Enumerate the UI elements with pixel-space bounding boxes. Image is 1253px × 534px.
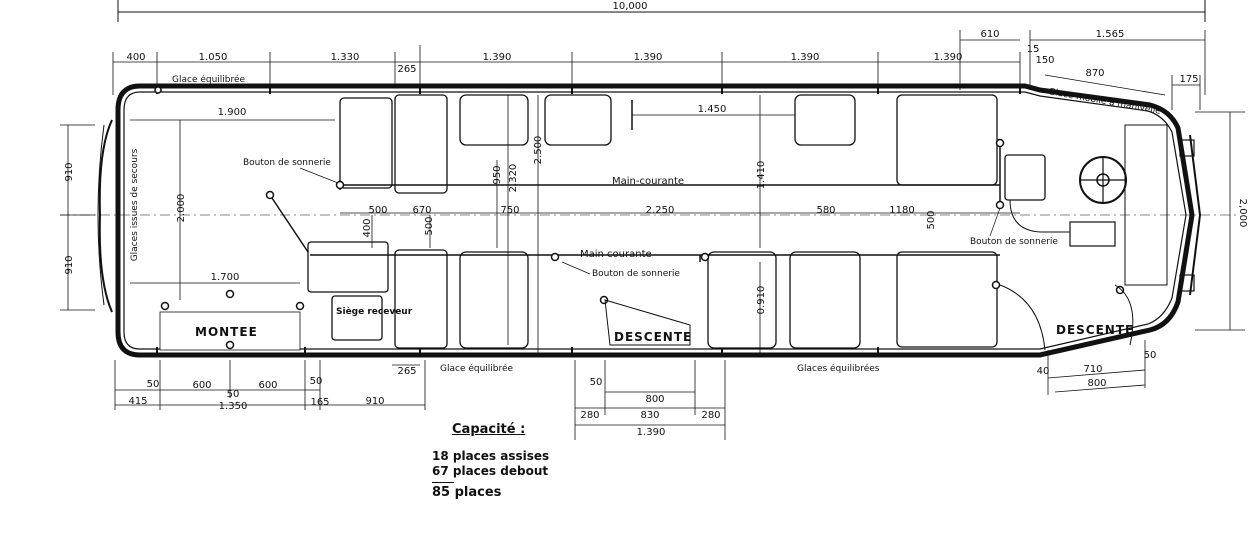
dim-2320: 2.320: [508, 164, 519, 193]
dim-265-bottom: 265: [397, 366, 416, 377]
dim-2250: 2.250: [646, 205, 675, 216]
dim-910-lower: 910: [64, 255, 75, 274]
dim-50-b: 50: [227, 389, 240, 400]
dim-150: 150: [1035, 55, 1054, 66]
right-dimension: [1195, 111, 1245, 331]
dim-2000-int: 2.000: [176, 194, 187, 223]
dim-1390-d: 1.390: [934, 52, 963, 63]
capacity-seated: 18 places assises: [432, 449, 550, 463]
overall-dimension: [117, 0, 1206, 22]
label-glaces-bottom: Glaces équilibrées: [797, 363, 880, 374]
dim-670: 670: [412, 205, 431, 216]
dim-610: 610: [980, 29, 999, 40]
dim-40: 40: [1037, 366, 1050, 377]
interior-dimension-lines: [130, 95, 1020, 355]
label-main-courante-1: Main-courante: [612, 176, 684, 187]
label-glace-bottom: Glace équilibrée: [440, 363, 514, 374]
dim-1180: 1180: [889, 205, 914, 216]
dim-50-d: 50: [590, 377, 603, 388]
dim-1390-bottom: 1.390: [637, 427, 666, 438]
dim-830: 830: [640, 410, 659, 421]
label-bouton-2: Bouton de sonnerie: [592, 269, 680, 279]
label-main-courante-2: Main courante: [580, 249, 652, 260]
label-bouton-3: Bouton de sonnerie: [970, 237, 1058, 247]
dim-415: 415: [128, 396, 147, 407]
dim-50-a: 50: [147, 379, 160, 390]
dim-500-a: 500: [368, 205, 387, 216]
dim-800-a: 800: [645, 394, 664, 405]
dim-600-a: 600: [192, 380, 211, 391]
dim-400: 400: [126, 52, 145, 63]
label-montee: MONTEE: [195, 325, 258, 339]
dim-400-int: 400: [362, 218, 373, 237]
dim-0910: 0.910: [756, 286, 767, 315]
capacity-title: Capacité :: [452, 422, 526, 437]
label-siege: Siège receveur: [336, 306, 413, 317]
dim-600-b: 600: [258, 380, 277, 391]
dim-1700: 1.700: [211, 272, 240, 283]
capacity-total: 85 places: [432, 485, 502, 500]
dim-50-e: 50: [1144, 350, 1157, 361]
dim-50-c: 50: [310, 376, 323, 387]
dim-1900: 1.900: [218, 107, 247, 118]
dim-2500: 2.500: [533, 136, 544, 165]
dim-2000-width: 2,000: [1237, 199, 1248, 228]
dim-1330: 1.330: [331, 52, 360, 63]
driver-area: [1009, 124, 1168, 286]
dim-165: 165: [310, 397, 329, 408]
dim-1390-a: 1.390: [483, 52, 512, 63]
dim-1050: 1.050: [199, 52, 228, 63]
label-bouton-1: Bouton de sonnerie: [243, 158, 331, 168]
dim-1565: 1.565: [1096, 29, 1125, 40]
dim-1350: 1.350: [219, 401, 248, 412]
top-dimension-chain: [112, 30, 1206, 110]
capacity-standing: 67 places debout: [432, 464, 549, 478]
label-glace-top: Glace équilibrée: [172, 74, 246, 85]
label-issues-secours: Glaces issues de secours: [130, 148, 140, 261]
dim-750: 750: [500, 205, 519, 216]
label-descente-2: DESCENTE: [1056, 323, 1134, 337]
dim-910-bottom: 910: [365, 396, 384, 407]
dim-710: 710: [1083, 364, 1102, 375]
dim-1390-b: 1.390: [634, 52, 663, 63]
bottom-dimension-lines: [114, 340, 1146, 440]
dim-1450: 1.450: [698, 104, 727, 115]
left-dimensions: [60, 124, 95, 311]
dim-800-b: 800: [1087, 378, 1106, 389]
dim-175: 175: [1179, 74, 1198, 85]
overall-length-label: 10,000: [613, 1, 648, 12]
dim-500-c: 500: [926, 210, 937, 229]
dim-500-b: 500: [424, 216, 435, 235]
dim-870: 870: [1085, 68, 1104, 79]
dim-280-b: 280: [701, 410, 720, 421]
dim-1390-c: 1.390: [791, 52, 820, 63]
dim-910-upper: 910: [64, 162, 75, 181]
dim-950: 950: [492, 165, 503, 184]
stanchion-posts: [154, 86, 1125, 350]
label-descente-1: DESCENTE: [614, 330, 692, 344]
seats-lower: [159, 241, 998, 351]
dim-265-top: 265: [397, 64, 416, 75]
dim-15: 15: [1027, 44, 1040, 55]
seats-upper: [339, 94, 1046, 201]
capacity-rule: [432, 482, 454, 483]
dim-580: 580: [816, 205, 835, 216]
dim-280-a: 280: [580, 410, 599, 421]
dim-1410: 1.410: [756, 161, 767, 190]
